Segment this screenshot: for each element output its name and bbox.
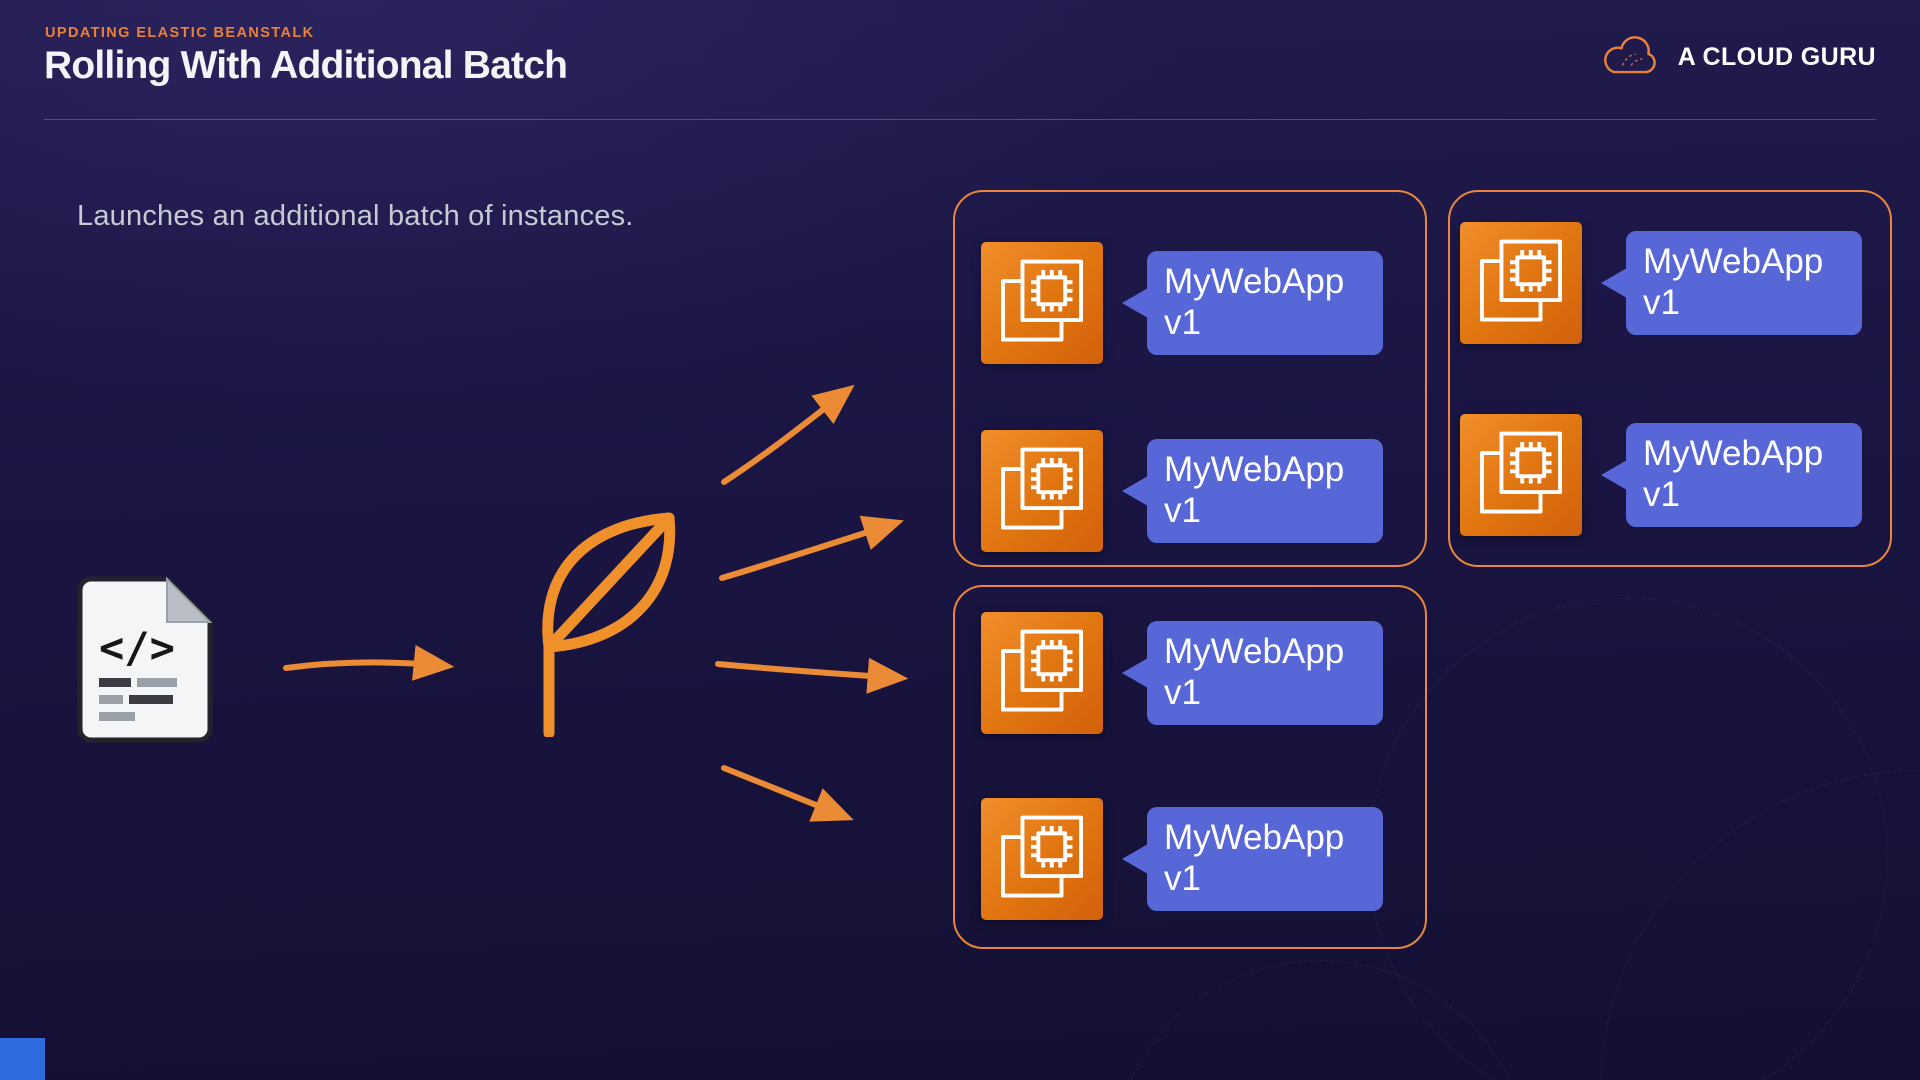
instance-row: MyWebApp v1 (1460, 222, 1890, 344)
instance-label-line2: v1 (1164, 673, 1201, 712)
arrow-source-to-beanstalk (283, 644, 455, 681)
instance-row: MyWebApp v1 (981, 430, 1425, 552)
arrow-to-group1-row1 (721, 384, 855, 485)
instance-label-line1: MyWebApp (1164, 450, 1345, 490)
instance-label-line1: MyWebApp (1643, 242, 1824, 282)
elastic-beanstalk-leaf-icon (535, 505, 693, 737)
instance-label-line1: MyWebApp (1164, 262, 1345, 302)
instance-label-line2: v1 (1164, 859, 1201, 898)
instance-group-bottom: MyWebApp v1 MyWebApp v1 (953, 585, 1427, 949)
ec2-instance-icon (981, 242, 1103, 364)
description-text: Launches an additional batch of instance… (77, 200, 634, 232)
instance-row: MyWebApp v1 (981, 612, 1425, 734)
corner-accent-block (0, 1038, 45, 1080)
brand: A CLOUD GURU (1597, 33, 1876, 81)
ec2-instance-icon (981, 798, 1103, 920)
ec2-instance-icon (1460, 222, 1582, 344)
ec2-instance-icon (1460, 414, 1582, 536)
instance-label: MyWebApp v1 (1147, 807, 1383, 911)
instance-label: MyWebApp v1 (1147, 439, 1383, 543)
instance-row: MyWebApp v1 (981, 242, 1425, 364)
instance-row: MyWebApp v1 (1460, 414, 1890, 536)
cloud-logo-icon (1597, 33, 1663, 81)
instance-label: MyWebApp v1 (1147, 251, 1383, 355)
arrow-to-group3-row2 (721, 765, 854, 822)
instance-label-line1: MyWebApp (1643, 434, 1824, 474)
ec2-instance-icon (981, 612, 1103, 734)
instance-label: MyWebApp v1 (1147, 621, 1383, 725)
instance-group-top-right: MyWebApp v1 MyWebApp v1 (1448, 190, 1892, 567)
instance-label-line1: MyWebApp (1164, 632, 1345, 672)
instance-group-top-left: MyWebApp v1 MyWebApp v1 (953, 190, 1427, 567)
ec2-instance-icon (981, 430, 1103, 552)
instance-label-line1: MyWebApp (1164, 818, 1345, 858)
instance-row: MyWebApp v1 (981, 798, 1425, 920)
code-document-icon: </> (77, 576, 214, 743)
instance-label-line2: v1 (1643, 283, 1680, 322)
instance-label-line2: v1 (1164, 491, 1201, 530)
lesson-eyebrow: UPDATING ELASTIC BEANSTALK (45, 25, 315, 41)
instance-label: MyWebApp v1 (1626, 423, 1862, 527)
instance-label: MyWebApp v1 (1626, 231, 1862, 335)
arrow-to-group1-row2 (719, 515, 904, 581)
brand-name: A CLOUD GURU (1677, 42, 1876, 71)
instance-label-line2: v1 (1164, 303, 1201, 342)
header-divider (44, 119, 1876, 120)
instance-label-line2: v1 (1643, 475, 1680, 514)
page-title: Rolling With Additional Batch (44, 44, 568, 87)
arrow-to-group3-row1 (715, 657, 909, 694)
svg-text:</>: </> (99, 623, 175, 672)
